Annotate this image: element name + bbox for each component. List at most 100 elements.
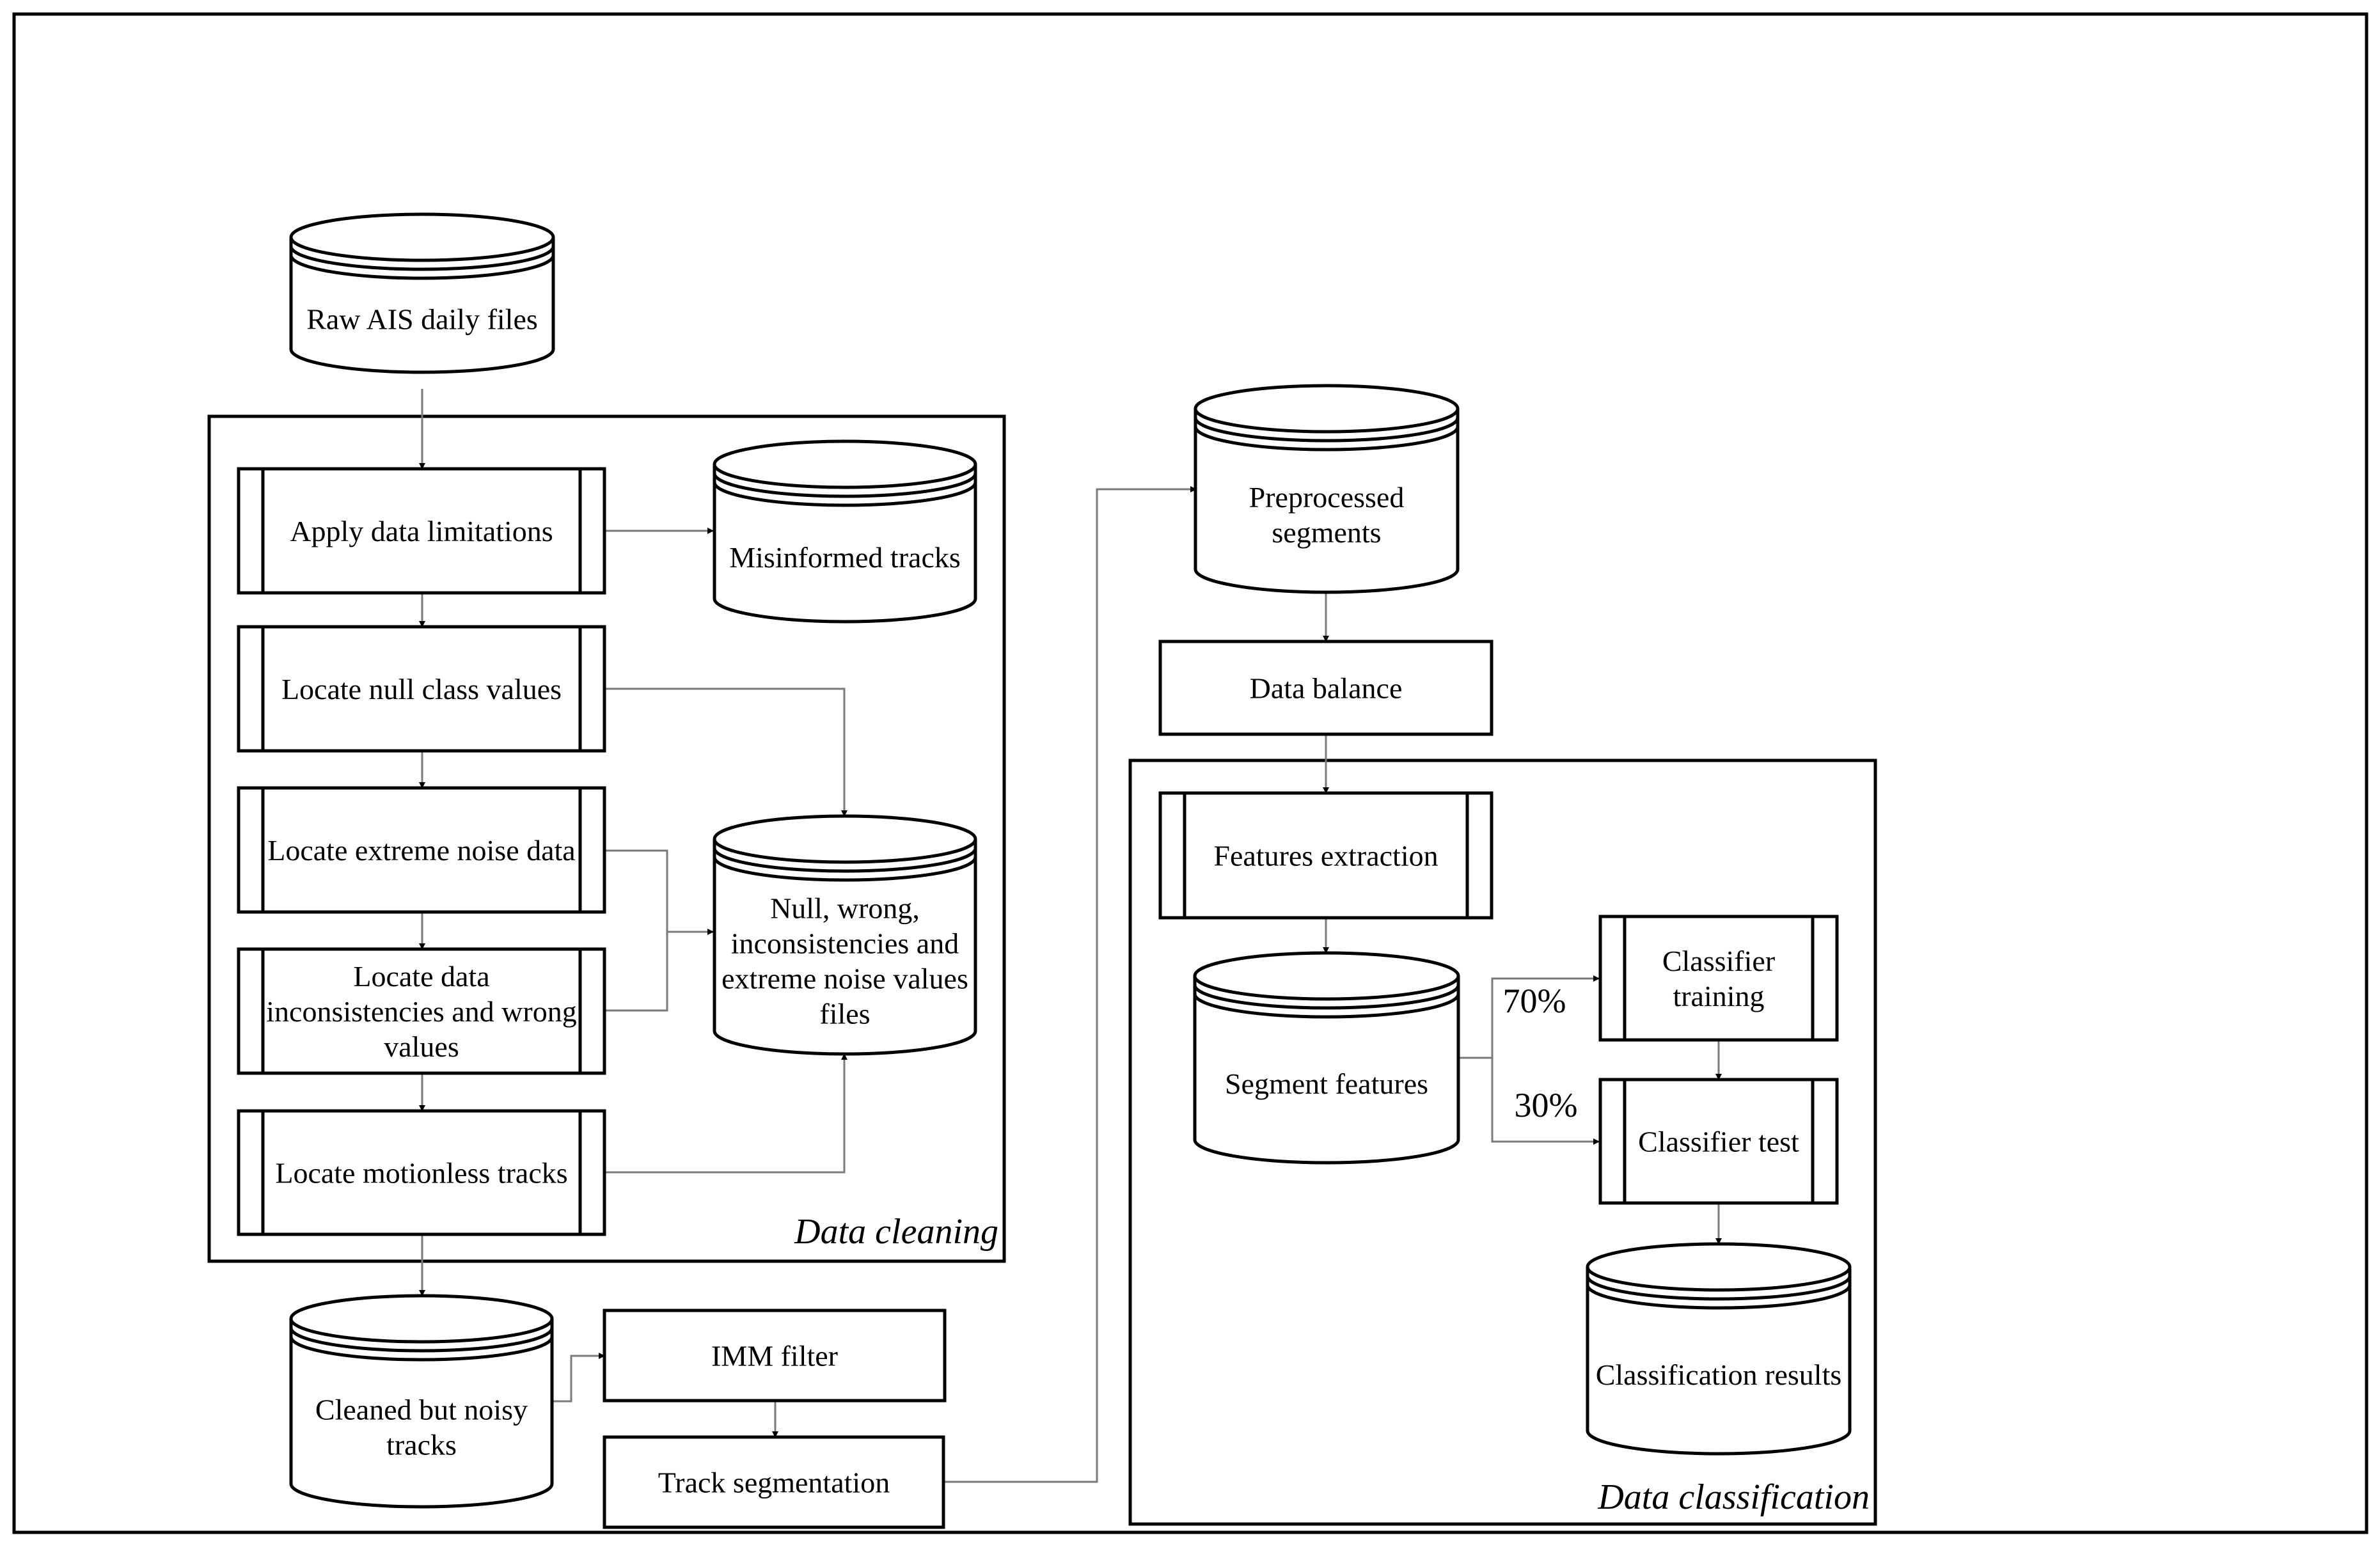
cylinder-ring [1586,1275,1852,1301]
box-outline [603,1435,945,1529]
cylinder-top [289,212,555,262]
node-label: segments [1272,516,1381,549]
node-features-extraction: Features extraction [1158,791,1493,920]
node-label: tracks [386,1429,457,1461]
node-apply-limits: Apply data limitations [237,467,606,595]
node-raw-ais: Raw AIS daily files [289,212,555,374]
node-label: Cleaned but noisy [315,1394,528,1426]
cylinder-ring [1194,426,1460,452]
node-label: Locate data [353,960,489,993]
node-label: extreme noise values [721,963,968,995]
cylinder-top [713,814,977,864]
node-misinformed: Misinformed tracks [713,439,977,624]
cylinder-ring [713,482,977,507]
cylinder-ring [289,1336,554,1362]
node-null-class: Locate null class values [237,625,606,753]
cylinder-ring [713,847,977,873]
node-label: Misinformed tracks [729,541,961,574]
node-label: Locate null class values [281,673,562,705]
data-classification-title: Data classification [1597,1477,1870,1517]
cylinder-body [713,839,977,1056]
cylinder-body [289,1319,554,1509]
box-outline [603,1309,947,1403]
cylinder-body [1586,1267,1852,1456]
node-label: Locate motionless tracks [275,1157,567,1190]
cylinder-ring [1193,984,1460,1010]
node-label: Classifier test [1638,1126,1799,1158]
node-classification-results: Classification results [1586,1242,1852,1456]
data-cleaning-title: Data cleaning [794,1212,998,1252]
box-outline [237,1109,606,1236]
cylinder-top [1193,951,1460,1001]
node-label: Raw AIS daily files [306,303,538,336]
edge-cleaned-to-imm [552,1353,605,1403]
node-label: Features extraction [1213,840,1438,872]
box-outline [237,625,606,753]
node-label: Data balance [1250,672,1403,705]
node-track-seg: Track segmentation [603,1435,945,1529]
node-label: Preprocessed [1249,481,1405,514]
node-label: inconsistencies and [731,927,959,960]
cylinder-ring [713,856,977,882]
node-label: values [384,1030,459,1063]
cylinder-ring [1193,993,1460,1019]
node-label: inconsistencies and wrong [266,995,576,1028]
split-label-70: 70% [1503,982,1566,1020]
outer-frame [12,12,2368,1534]
edge-segmentation-to-preprocessed [943,486,1197,1483]
data-cleaning-frame [207,414,1006,1263]
cylinder-body [289,237,555,374]
node-classifier-test: Classifier test [1598,1078,1839,1205]
cylinder-body [1193,976,1460,1165]
node-data-balance: Data balance [1158,640,1493,736]
node-label: Track segmentation [658,1466,890,1499]
connectors [419,389,1722,1483]
cylinder-ring [289,246,555,271]
cylinder-ring [1194,417,1460,443]
cylinder-top [1194,384,1460,434]
box-outline [237,947,606,1075]
node-label: Null, wrong, [770,892,920,925]
node-imm-filter: IMM filter [603,1309,947,1403]
edge-motionless-to-noisefiles [604,1053,847,1174]
node-label: training [1673,980,1764,1012]
box-outline [1158,640,1493,736]
cylinder-body [1194,409,1460,594]
split-label-30: 30% [1515,1086,1578,1124]
box-outline [237,786,606,914]
node-label: Classifier [1662,945,1775,977]
box-outline [237,467,606,595]
edge-segfeatures-to-test [1491,1058,1600,1145]
cylinder-top [1586,1242,1852,1292]
cylinder-ring [713,473,977,498]
node-label: IMM filter [711,1340,838,1372]
cylinder-top [713,439,977,489]
edge-null-to-noisefiles [604,688,847,817]
node-label: files [819,998,870,1030]
node-label: Apply data limitations [290,515,553,547]
cylinder-ring [1586,1284,1852,1310]
edge-segfeatures-to-training [1458,975,1600,1059]
data-classification-frame [1128,759,1877,1526]
box-outline [1158,791,1493,920]
node-extreme-noise: Locate extreme noise data [237,786,606,914]
node-label: Segment features [1225,1067,1428,1100]
node-motionless: Locate motionless tracks [237,1109,606,1236]
node-label: Locate extreme noise data [267,834,575,867]
cylinder-ring [289,1327,554,1353]
edge-extreme-to-noisefiles [604,849,714,935]
cylinder-top [289,1294,554,1344]
node-label: Classification results [1596,1358,1842,1391]
box-outline [1598,1078,1839,1205]
box-outline [1598,915,1839,1042]
node-segment-features: Segment features [1193,951,1460,1165]
cylinder-ring [289,255,555,280]
